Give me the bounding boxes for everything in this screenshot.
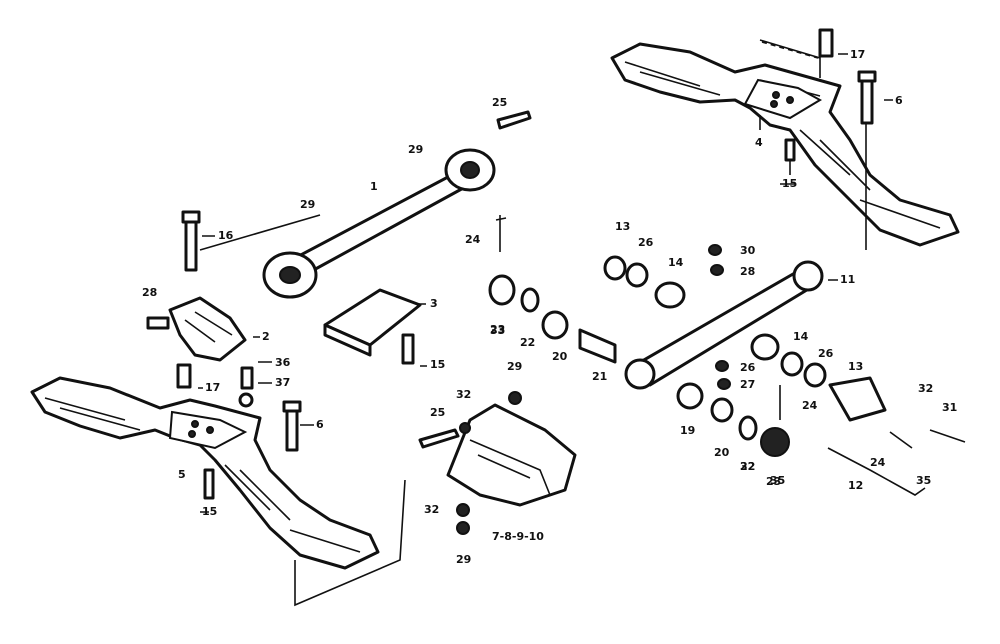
linkage-lines — [199, 214, 406, 607]
callout-6a: 6 — [895, 94, 903, 107]
callout-7-8-9-10: 7-8-9-10 — [492, 530, 544, 543]
callout-22b: 22 — [740, 460, 755, 473]
callout-1: 1 — [370, 180, 378, 193]
callout-25a: 25 — [492, 96, 507, 109]
callout-4: 4 — [755, 136, 763, 149]
callout-32d: 32 — [918, 382, 933, 395]
lower-left-frame — [30, 376, 380, 570]
callout-28b: 28 — [142, 286, 157, 299]
callout-26b: 26 — [740, 361, 756, 374]
bushing-parts — [418, 215, 966, 535]
callout-29b: 29 — [300, 198, 315, 211]
callout-5: 5 — [178, 468, 186, 481]
callout-16: 16 — [218, 229, 234, 242]
callout-23a: 23 — [490, 323, 505, 336]
callout-29c: 29 — [507, 360, 522, 373]
callout-22a: 22 — [520, 336, 535, 349]
callout-24c: 24 — [870, 456, 886, 469]
callout-20b: 20 — [714, 446, 730, 459]
callout-2: 2 — [262, 330, 270, 343]
callout-32b: 32 — [424, 503, 439, 516]
callout-17a: 17 — [850, 48, 865, 61]
callout-14b: 14 — [793, 330, 809, 343]
callout-25b: 25 — [430, 406, 445, 419]
callout-21: 21 — [592, 370, 607, 383]
callout-28a: 28 — [740, 265, 755, 278]
callout-23b: 23 — [766, 475, 781, 488]
callout-15b: 15 — [430, 358, 445, 371]
leader-lines — [198, 53, 893, 513]
callout-3: 3 — [430, 297, 438, 310]
callout-13a: 13 — [615, 220, 630, 233]
guard-assembly — [446, 403, 577, 507]
callout-29a: 29 — [408, 143, 423, 156]
swing-arm — [624, 260, 824, 390]
callout-24a: 24 — [465, 233, 481, 246]
mount-bracket — [168, 296, 247, 362]
callout-29d: 29 — [456, 553, 471, 566]
bolts — [146, 28, 877, 500]
callout-13b: 13 — [848, 360, 863, 373]
callout-26c: 26 — [818, 347, 834, 360]
callout-30: 30 — [740, 244, 756, 257]
callout-27: 27 — [740, 378, 755, 391]
callout-26a: 26 — [638, 236, 654, 249]
callout-37: 37 — [275, 376, 290, 389]
callout-35b: 35 — [770, 474, 785, 487]
callout-24b: 24 — [802, 399, 818, 412]
cover-plate — [323, 288, 422, 357]
callout-32a: 32 — [456, 388, 471, 401]
callout-20a: 20 — [552, 350, 568, 363]
callout-11: 11 — [840, 273, 855, 286]
callout-35a: 35 — [916, 474, 931, 487]
callout-17b: 17 — [205, 381, 220, 394]
callout-36: 36 — [275, 356, 291, 369]
callout-6b: 6 — [316, 418, 324, 431]
callout-14a: 14 — [668, 256, 684, 269]
callout-32c: 32 — [740, 460, 755, 473]
callout-12: 12 — [848, 479, 863, 492]
central-axle — [262, 110, 532, 299]
upper-right-frame — [610, 39, 960, 250]
callout-19: 19 — [680, 424, 695, 437]
callout-15c: 15 — [202, 505, 217, 518]
callout-33: 33 — [490, 324, 505, 337]
callout-labels: 1 2 3 4 5 6 6 7-8-9-10 11 12 13 13 14 14… — [142, 48, 957, 566]
callout-31: 31 — [942, 401, 957, 414]
